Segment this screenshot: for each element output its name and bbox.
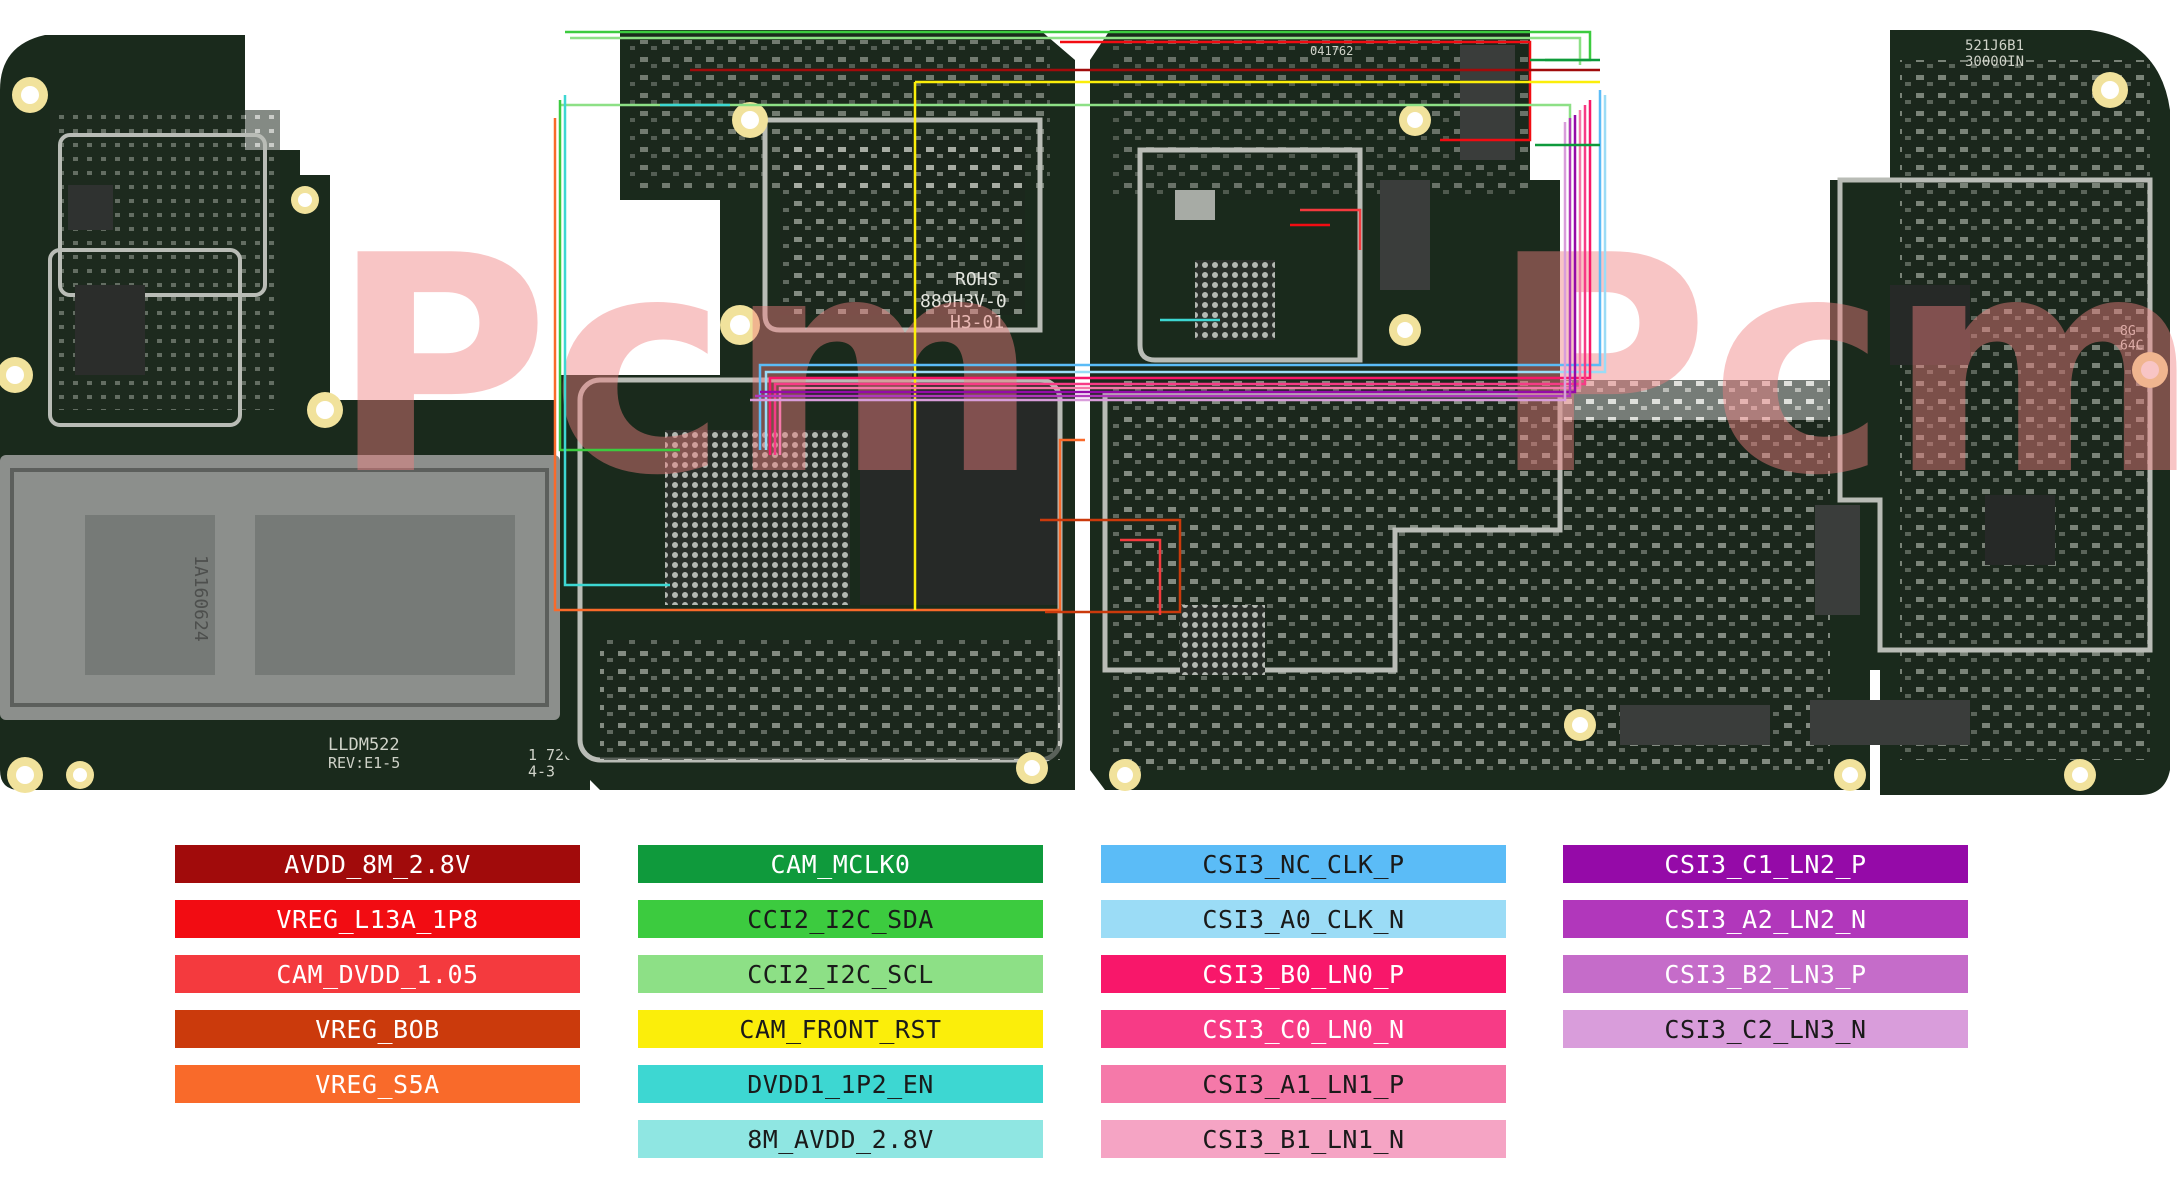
legend-item: CSI3_B0_LN0_P [1101, 955, 1506, 993]
fpc-connector-top [1460, 45, 1515, 160]
trace-csi3-b0-ln0-p [768, 100, 1592, 455]
legend-item: AVDD_8M_2.8V [175, 845, 580, 883]
trace-cci2-i2c-scl [570, 36, 1582, 65]
legend-item: 8M_AVDD_2.8V [638, 1120, 1043, 1158]
legend-item: VREG_S5A [175, 1065, 580, 1103]
trace-csi3-a1-ln1-p [778, 110, 1582, 455]
legend-item: CSI3_C0_LN0_N [1101, 1010, 1506, 1048]
legend-item: CSI3_A0_CLK_N [1101, 900, 1506, 938]
left-rev-text: REV:E1-5 [328, 754, 400, 772]
memory-chip [860, 395, 1060, 605]
sim-code-text: 1A160624 [190, 555, 211, 642]
trace-vreg-s5a [553, 118, 1085, 612]
legend-item: CSI3_A2_LN2_N [1563, 900, 1968, 938]
watermark-left: Pcm [330, 192, 1040, 541]
trace-vreg-bob [1040, 518, 1182, 614]
trace-csi3-c1-ln2-p [760, 115, 1577, 394]
legend-item: CCI2_I2C_SCL [638, 955, 1043, 993]
mid-code2-text: H3-01 [950, 312, 1004, 333]
legend-item: VREG_BOB [175, 1010, 580, 1048]
signal-traces [553, 30, 1607, 615]
legend-item: CAM_DVDD_1.05 [175, 955, 580, 993]
legend-item: CAM_FRONT_RST [638, 1010, 1043, 1048]
trace-csi3-nc-clk-p [758, 90, 1602, 450]
mid-left-board: ROHS 889H3V-0 H3-01 [560, 30, 1075, 790]
trace-dvdd1-en [563, 95, 670, 587]
camera-connector [1380, 180, 1430, 290]
trace-sda-2 [558, 100, 680, 452]
mid-code1-text: 889H3V-0 [920, 291, 1007, 312]
legend-item: CSI3_B2_LN3_P [1563, 955, 1968, 993]
legend-item: VREG_L13A_1P8 [175, 900, 580, 938]
trace-cam-dvdd-2 [1300, 208, 1362, 250]
legend-item: CSI3_B1_LN1_N [1101, 1120, 1506, 1158]
legend-item: CCI2_I2C_SDA [638, 900, 1043, 938]
legend-item: CAM_MCLK0 [638, 845, 1043, 883]
right-code1-text: 521J6B1 [1965, 38, 2024, 54]
right-code2-text: 30000IN [1965, 54, 2024, 70]
legend-item: CSI3_A1_LN1_P [1101, 1065, 1506, 1103]
watermark-right: Pcm [1490, 192, 2181, 541]
trace-cam-dvdd [1120, 538, 1162, 615]
trace-csi3-a2-ln2-n [755, 118, 1572, 398]
trace-csi3-c0-ln0-n [773, 105, 1587, 455]
top-small-text: 041762 [1310, 44, 1353, 58]
trace-csi3-c2-ln3-n [750, 122, 1567, 402]
legend-item: DVDD1_1P2_EN [638, 1065, 1043, 1103]
left-model-text: LLDM522 [328, 735, 400, 755]
trace-csi3-a0-clk-n [764, 95, 1607, 450]
cpu-bga [665, 430, 850, 605]
legend-item: CSI3_C1_LN2_P [1563, 845, 1968, 883]
trace-vreg-l13a [1060, 40, 1532, 142]
legend-item: CSI3_C2_LN3_N [1563, 1010, 1968, 1048]
legend-item: CSI3_NC_CLK_P [1101, 845, 1506, 883]
rohs-text: ROHS [955, 269, 998, 290]
